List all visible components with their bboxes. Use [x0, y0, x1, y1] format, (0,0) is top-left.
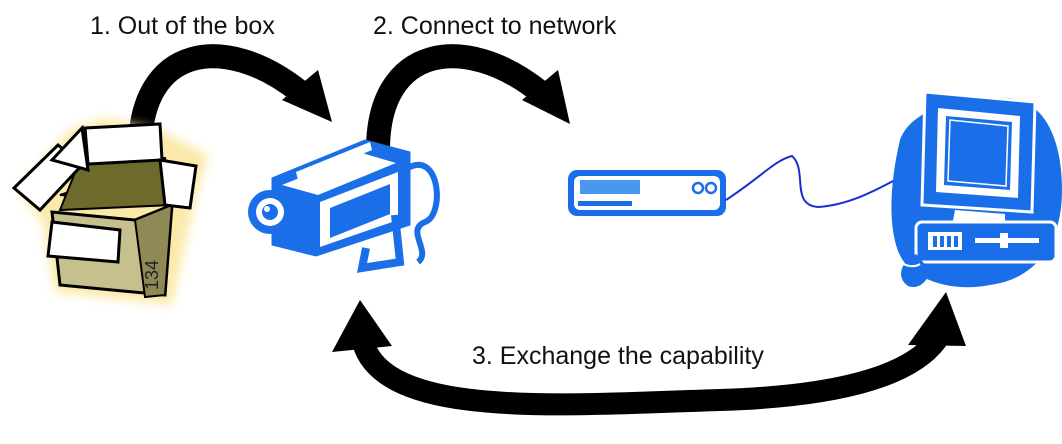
router-icon	[568, 170, 726, 216]
open-box-icon: 134	[11, 118, 208, 305]
desktop-computer-icon	[891, 90, 1062, 288]
arrow-step1	[128, 44, 332, 151]
box-number: 134	[142, 260, 162, 290]
arrow-step2	[366, 44, 570, 151]
security-camera-icon	[248, 139, 440, 273]
step1-label: 1. Out of the box	[90, 12, 275, 40]
step3-label: 3. Exchange the capability	[472, 342, 764, 370]
step2-label: 2. Connect to network	[373, 12, 617, 40]
network-cable	[725, 154, 896, 209]
arrow-step3	[332, 292, 966, 416]
